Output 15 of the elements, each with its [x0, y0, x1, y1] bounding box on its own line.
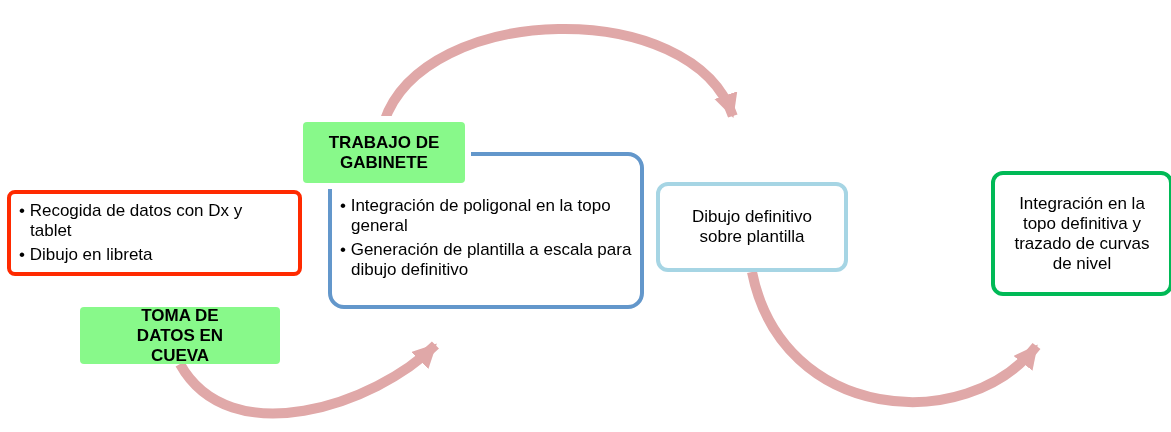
node-text: TOMA DE DATOS EN CUEVA	[135, 305, 225, 366]
bullet-text: • Recogida de datos con Dx y tablet	[19, 201, 244, 241]
bullet-text: • Dibujo en libreta	[19, 245, 154, 265]
bullet-box	[328, 152, 644, 309]
bullet-box	[7, 190, 302, 276]
node-text: TRABAJO DE GABINETE	[327, 132, 441, 173]
curved-arrow	[175, 341, 439, 419]
bullet-text: • Generación de plantilla a escala para dibujo definitivo	[340, 240, 633, 280]
bullet-text: • Integración de poligonal en la topo general	[340, 196, 612, 236]
node-text: Integración en la topo definitiva y trazado de curvas de nivel	[1013, 193, 1151, 274]
process-box	[656, 182, 848, 272]
stage-label	[80, 307, 280, 364]
node-text: Dibujo definitivo sobre plantilla	[691, 207, 813, 247]
curved-arrow	[747, 270, 1041, 407]
process-box	[991, 171, 1171, 296]
